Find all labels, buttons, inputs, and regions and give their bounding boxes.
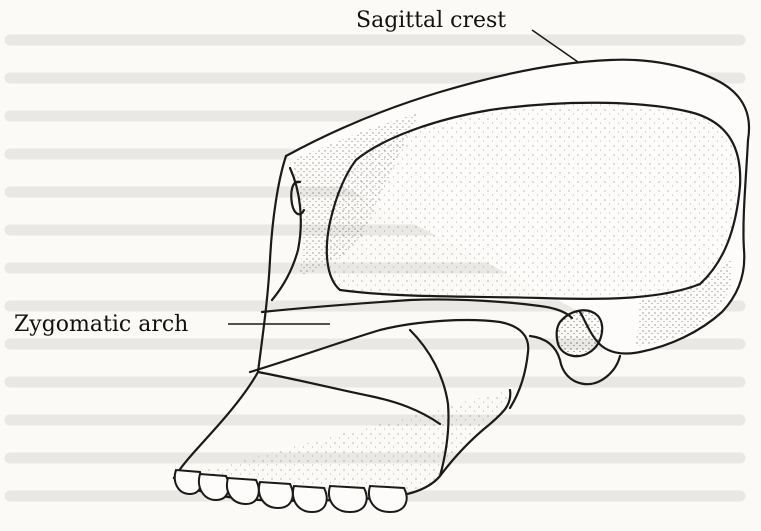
skull-outline <box>174 60 749 501</box>
tooth <box>369 486 407 512</box>
sagittal-crest-label: Sagittal crest <box>356 10 506 32</box>
tooth <box>259 482 293 508</box>
zygomatic-arch-label: Zygomatic arch <box>14 314 188 336</box>
tooth <box>293 486 327 512</box>
tooth <box>175 470 202 494</box>
face-outline <box>174 156 286 478</box>
tooth <box>329 486 367 512</box>
